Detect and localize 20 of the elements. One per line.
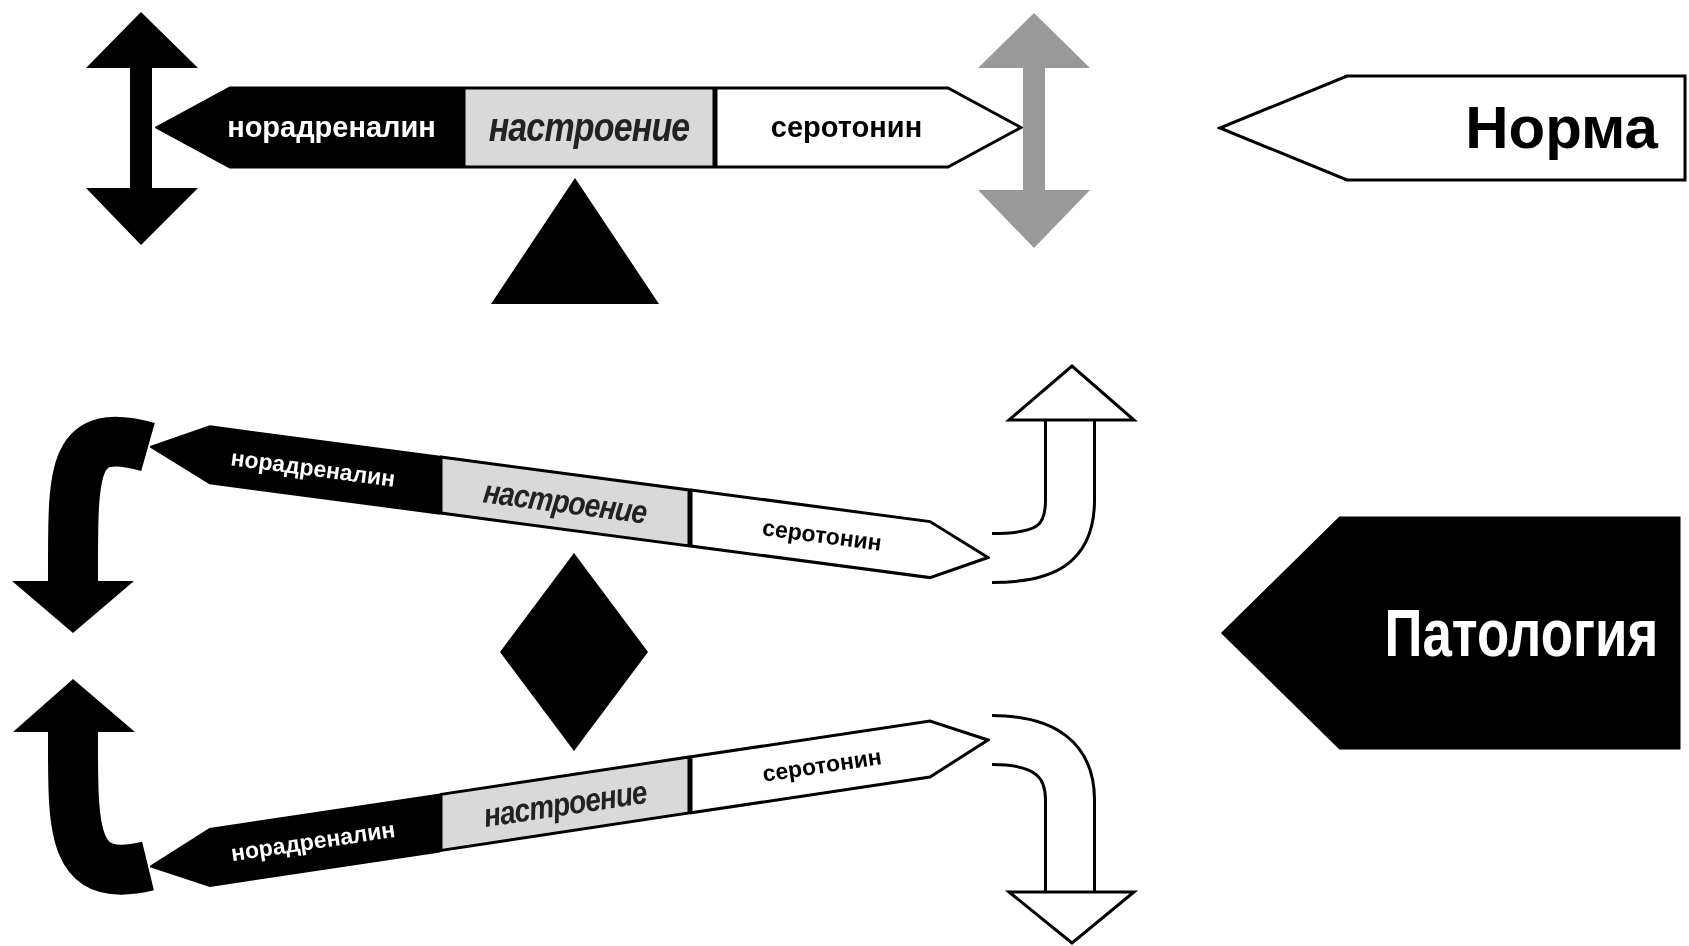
segment-label: норадреналин bbox=[229, 446, 397, 491]
pointer-tag bbox=[1220, 515, 1682, 751]
segment-label: серотонин bbox=[770, 112, 923, 142]
segment-label: серотонин bbox=[760, 745, 884, 786]
segment-label: настроение bbox=[481, 474, 649, 529]
segment-label: норадреналин bbox=[227, 112, 436, 142]
fulcrum-triangle bbox=[491, 178, 659, 304]
fulcrum-diamond bbox=[500, 553, 648, 751]
bar-segment bbox=[463, 84, 715, 170]
bar-segment bbox=[440, 754, 690, 854]
segment-label: настроение bbox=[488, 107, 690, 147]
bar-segment bbox=[440, 454, 690, 550]
tag-label: Патология bbox=[1384, 600, 1658, 666]
tag-label: Норма bbox=[1465, 98, 1658, 158]
bar-segment bbox=[715, 84, 1023, 170]
segment-label: серотонин bbox=[761, 516, 883, 555]
segment-label: норадреналин bbox=[229, 818, 397, 866]
bar-segment bbox=[155, 84, 463, 170]
segment-label: настроение bbox=[481, 775, 649, 833]
pointer-tag bbox=[1217, 73, 1688, 183]
